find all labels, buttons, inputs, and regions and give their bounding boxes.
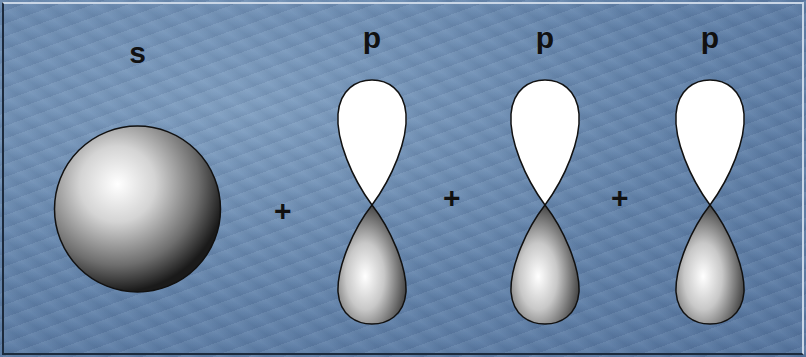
s-orbital: s	[50, 35, 225, 295]
p-orbital: p	[670, 20, 750, 328]
p-orbital: p	[332, 20, 412, 328]
orbital-label: p	[670, 20, 750, 56]
orbital-label: p	[505, 20, 585, 56]
dumbbell-shape	[670, 78, 750, 328]
dumbbell-shape	[332, 78, 412, 328]
plus-sign: +	[274, 193, 292, 229]
dumbbell-shape	[505, 78, 585, 328]
orbital-label: s	[50, 35, 225, 71]
orbital-label: p	[332, 20, 412, 56]
p-orbital: p	[505, 20, 585, 328]
plus-sign: +	[611, 180, 629, 216]
plus-sign: +	[443, 180, 461, 216]
sphere-shape	[50, 123, 225, 295]
